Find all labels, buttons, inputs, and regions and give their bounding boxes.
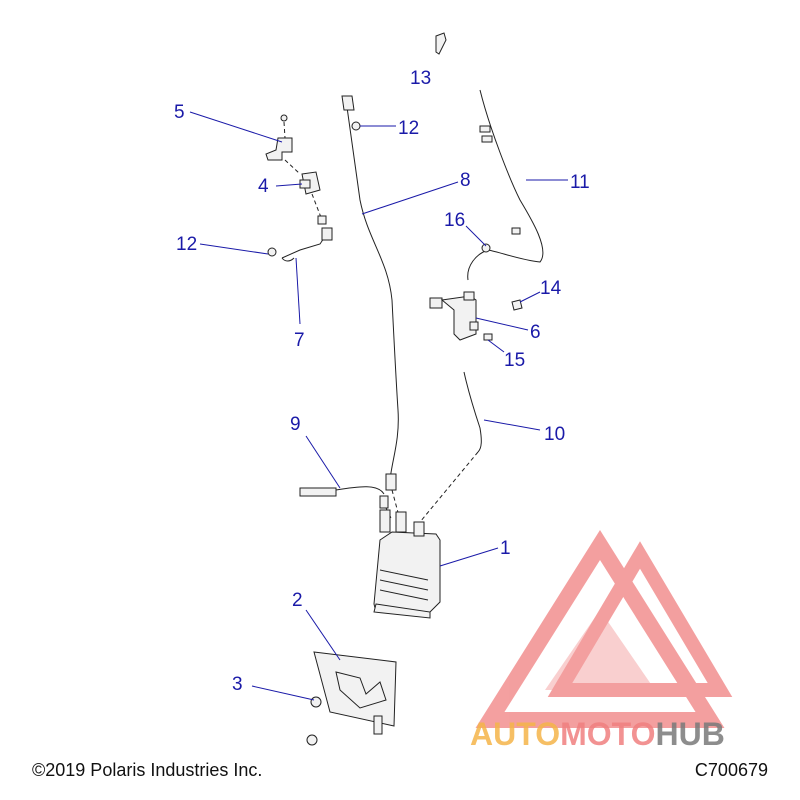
callout-10: 10 (544, 424, 565, 445)
watermark-part3: HUB (655, 716, 725, 752)
part-13-screw (435, 32, 447, 55)
callout-1: 1 (500, 538, 511, 559)
part-16-hose (467, 243, 491, 281)
watermark-text: AUTOMOTOHUB (470, 716, 725, 753)
part-5-bracket (265, 114, 293, 161)
part-14-clip (511, 299, 523, 311)
callout-13: 13 (410, 68, 431, 89)
part-3-nut (306, 696, 322, 746)
part-1-canister (373, 509, 441, 619)
part-small-fitting (317, 215, 327, 225)
part-8-hose (341, 95, 399, 491)
callout-2: 2 (292, 590, 303, 611)
callout-11: 11 (570, 172, 590, 193)
callout-6: 6 (530, 322, 541, 343)
callout-15: 15 (504, 350, 525, 371)
callout-12-left: 12 (176, 234, 197, 255)
part-2-bracket (313, 651, 397, 735)
callout-5: 5 (174, 102, 185, 123)
callout-14: 14 (540, 278, 562, 299)
copyright-text: ©2019 Polaris Industries Inc. (32, 760, 263, 780)
part-15-clip (483, 333, 493, 341)
callout-9: 9 (290, 414, 301, 435)
diagram-code: C700679 (694, 760, 768, 780)
watermark-part2: MOTO (560, 716, 656, 752)
part-12-clamp-top (351, 121, 361, 131)
callout-3: 3 (232, 674, 243, 695)
watermark-logo (475, 529, 733, 728)
watermark-part1: AUTO (470, 716, 561, 752)
callout-labels: 1 2 3 4 5 6 7 8 9 10 11 12 12 13 14 15 1… (174, 68, 590, 695)
callout-8: 8 (460, 170, 471, 191)
callout-16: 16 (444, 210, 465, 231)
part-11-hose (479, 89, 544, 263)
part-7-hose (281, 227, 333, 262)
part-6-valve (429, 291, 479, 341)
part-4-valve (299, 171, 321, 195)
callout-4: 4 (258, 176, 269, 197)
leader-lines (189, 111, 568, 701)
callout-12-top: 12 (398, 118, 419, 139)
part-9-hose (299, 486, 389, 509)
part-10-hose (463, 371, 482, 453)
part-12-clamp (267, 247, 277, 257)
callout-7: 7 (294, 330, 305, 351)
